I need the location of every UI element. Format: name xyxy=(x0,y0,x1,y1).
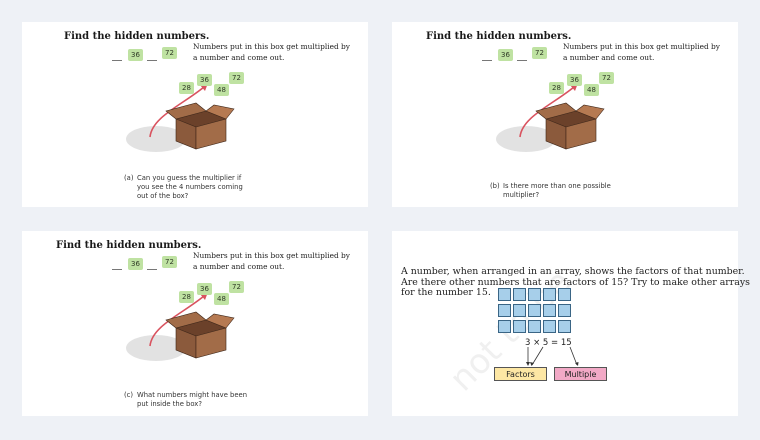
tile-top-1: 36 xyxy=(498,49,513,61)
question: (c)What numbers might have been put insi… xyxy=(124,391,247,409)
array-cell xyxy=(528,320,541,333)
tile-out-4: 72 xyxy=(599,72,614,84)
shadow xyxy=(496,126,556,152)
panel-array: not to be A number, when arranged in an … xyxy=(392,231,750,416)
heading: Find the hidden numbers. xyxy=(56,240,202,251)
hidden-slot xyxy=(482,60,492,61)
array-explanation: A number, when arranged in an array, sho… xyxy=(401,266,750,298)
hidden-slot xyxy=(517,60,527,61)
tile-top-2: 72 xyxy=(532,47,547,59)
tile-out-1: 28 xyxy=(549,82,564,94)
tile-out-2: 36 xyxy=(567,74,582,86)
array-cell xyxy=(513,320,526,333)
array-cell xyxy=(543,304,556,317)
question: (b)Is there more than one possible multi… xyxy=(490,182,611,200)
tile-top-2: 72 xyxy=(162,47,177,59)
box-scene xyxy=(496,83,605,152)
box-scene xyxy=(126,83,235,152)
cardboard-box xyxy=(165,102,235,150)
tile-out-3: 48 xyxy=(214,293,229,305)
array-cell xyxy=(498,304,511,317)
array-cell xyxy=(558,304,571,317)
hidden-slot xyxy=(112,269,122,270)
heading: Find the hidden numbers. xyxy=(426,31,572,42)
arrow-to-factors-2 xyxy=(531,346,544,366)
multiple-label: Multiple xyxy=(554,367,607,381)
equation-arrows xyxy=(526,346,579,366)
cardboard-box xyxy=(535,102,605,150)
array-cell xyxy=(558,288,571,301)
question-label: (c) xyxy=(124,391,134,399)
question-line-1: Is there more than one possible xyxy=(503,182,611,190)
arrow-to-multiple xyxy=(569,346,578,366)
description: Numbers put in this box get multiplied b… xyxy=(193,251,350,271)
box-scene xyxy=(126,292,235,361)
array-cell xyxy=(543,320,556,333)
panel-a: Find the hidden numbers. Numbers put in … xyxy=(22,22,368,207)
array-cell xyxy=(528,304,541,317)
question-line-1: What numbers might have been xyxy=(137,391,248,399)
array-cell xyxy=(558,320,571,333)
cardboard-box xyxy=(165,311,235,359)
shadow xyxy=(126,126,186,152)
array-cell xyxy=(498,288,511,301)
tile-top-1: 36 xyxy=(128,49,143,61)
hidden-slot xyxy=(147,269,157,270)
question-label: (b) xyxy=(490,182,500,190)
multiplication-equation: 3 × 5 = 15 xyxy=(525,338,572,348)
array-cell xyxy=(543,288,556,301)
shadow xyxy=(126,335,186,361)
description: Numbers put in this box get multiplied b… xyxy=(563,42,720,62)
panel-b: Find the hidden numbers. Numbers put in … xyxy=(392,22,738,207)
factors-label: Factors xyxy=(494,367,547,381)
tile-out-4: 72 xyxy=(229,72,244,84)
tile-out-2: 36 xyxy=(197,283,212,295)
question-line-2: multiplier? xyxy=(503,191,540,199)
description: Numbers put in this box get multiplied b… xyxy=(193,42,350,62)
question: (a)Can you guess the multiplier if you s… xyxy=(124,174,243,201)
array-grid xyxy=(498,288,571,333)
hidden-slot xyxy=(147,60,157,61)
hidden-slot xyxy=(112,60,122,61)
tile-top-1: 36 xyxy=(128,258,143,270)
tile-out-2: 36 xyxy=(197,74,212,86)
array-cell xyxy=(528,288,541,301)
array-cell xyxy=(513,304,526,317)
question-label: (a) xyxy=(124,174,134,182)
tile-out-1: 28 xyxy=(179,82,194,94)
question-line-1: Can you guess the multiplier if xyxy=(137,174,242,182)
panel-c: Find the hidden numbers. Numbers put in … xyxy=(22,231,368,416)
question-line-2: you see the 4 numbers coming xyxy=(137,183,243,191)
tile-top-2: 72 xyxy=(162,256,177,268)
heading: Find the hidden numbers. xyxy=(64,31,210,42)
array-cell xyxy=(513,288,526,301)
question-line-3: out of the box? xyxy=(137,192,189,200)
array-cell xyxy=(498,320,511,333)
tile-out-3: 48 xyxy=(214,84,229,96)
tile-out-4: 72 xyxy=(229,281,244,293)
tile-out-3: 48 xyxy=(584,84,599,96)
tile-out-1: 28 xyxy=(179,291,194,303)
question-line-2: put inside the box? xyxy=(137,400,202,408)
